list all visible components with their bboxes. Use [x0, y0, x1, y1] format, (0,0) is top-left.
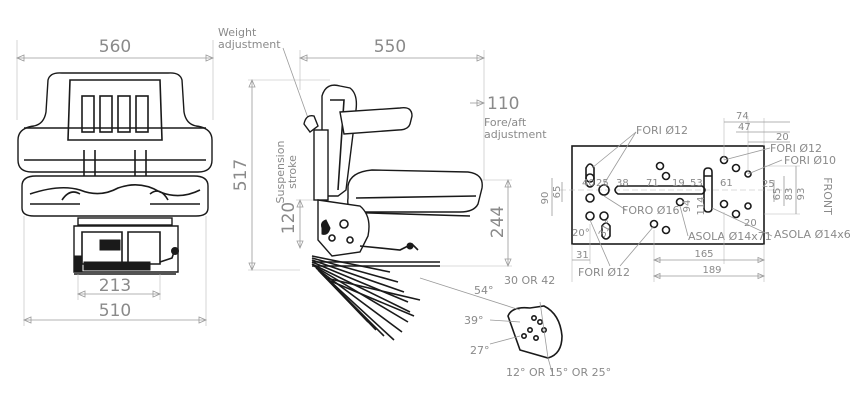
- label-fori12-bottom: FORI Ø12: [578, 266, 630, 279]
- base-plate-outline: [571, 145, 765, 245]
- dim-angle-31: 31°: [597, 219, 615, 240]
- dim-plate-19: 19: [672, 178, 685, 189]
- dim-front-width-bottom: 510: [99, 301, 131, 321]
- angle-range-bottom: 12° OR 15° OR 25°: [506, 366, 611, 379]
- dim-plate-90: 90: [540, 192, 551, 205]
- dim-mount-width: 213: [99, 276, 131, 296]
- dim-plate-83: 83: [784, 188, 795, 201]
- dim-plate-65b: 65: [552, 186, 563, 199]
- label-asola-14x71: ASOLA Ø14x71: [688, 230, 772, 243]
- dim-plate-93: 93: [796, 188, 807, 201]
- dim-height: 517: [231, 159, 251, 191]
- dim-plate-189: 189: [702, 265, 721, 276]
- side-view: Weight adjustment 550 110 Fore/aft adjus…: [218, 26, 547, 341]
- dim-seat-height: 244: [488, 206, 508, 238]
- angle-detail: 54° 39° 27° 30 OR 42 12° OR 15° OR 25°: [419, 274, 611, 379]
- dim-plate-20b: 20: [744, 218, 757, 229]
- angle-27: 27°: [470, 344, 490, 357]
- dim-plate-71: 71: [646, 178, 659, 189]
- dim-plate-165: 165: [694, 249, 713, 260]
- fore-aft-label-1: Fore/aft: [484, 116, 527, 129]
- dim-fore-aft: 110: [487, 94, 519, 114]
- suspension-label-2: stroke: [286, 155, 299, 189]
- dim-plate-25: 25: [762, 179, 775, 190]
- dim-plate-53: 53: [690, 178, 703, 189]
- dim-plate-38: 38: [616, 178, 629, 189]
- weight-adjustment-label-2: adjustment: [218, 38, 281, 51]
- label-fori12-top: FORI Ø12: [636, 124, 688, 137]
- weight-adjustment-label-1: Weight: [218, 26, 257, 39]
- backrest-tilt-fan: [311, 255, 421, 341]
- label-foro16: FORO Ø16: [622, 204, 679, 217]
- dim-plate-114: 114: [696, 196, 707, 215]
- dim-plate-47: 47: [738, 122, 751, 133]
- front-view: 560 213: [15, 37, 215, 326]
- label-front: FRONT: [821, 177, 834, 215]
- dim-front-width-top: 560: [99, 37, 131, 57]
- dim-plate-94: 94: [682, 200, 693, 213]
- label-asola-14x61: ASOLA Ø14x61: [774, 228, 850, 241]
- dim-depth: 550: [374, 37, 406, 57]
- angle-39: 39°: [464, 314, 484, 327]
- dim-plate-40: 40: [582, 178, 595, 189]
- angle-range-top: 30 OR 42: [504, 274, 555, 287]
- dim-suspension-stroke: 120: [279, 202, 299, 234]
- angle-54: 54°: [474, 284, 494, 297]
- fore-aft-label-2: adjustment: [484, 128, 547, 141]
- dim-plate-61: 61: [720, 178, 733, 189]
- dim-plate-20: 20: [776, 132, 789, 143]
- label-fori12-right: FORI Ø12: [770, 142, 822, 155]
- suspension-label-1: Suspension: [274, 141, 287, 204]
- dim-plate-74: 74: [736, 111, 749, 122]
- dim-plate-31: 31: [576, 250, 589, 261]
- base-plate: 74 47 20 FORI Ø12 FORI Ø12 FORI Ø10 93 8…: [540, 111, 850, 282]
- label-fori10: FORI Ø10: [784, 154, 836, 167]
- dim-plate-25b: 25: [596, 178, 609, 189]
- dim-plate-65: 65: [772, 188, 783, 201]
- dim-angle-20: 20°: [572, 228, 590, 239]
